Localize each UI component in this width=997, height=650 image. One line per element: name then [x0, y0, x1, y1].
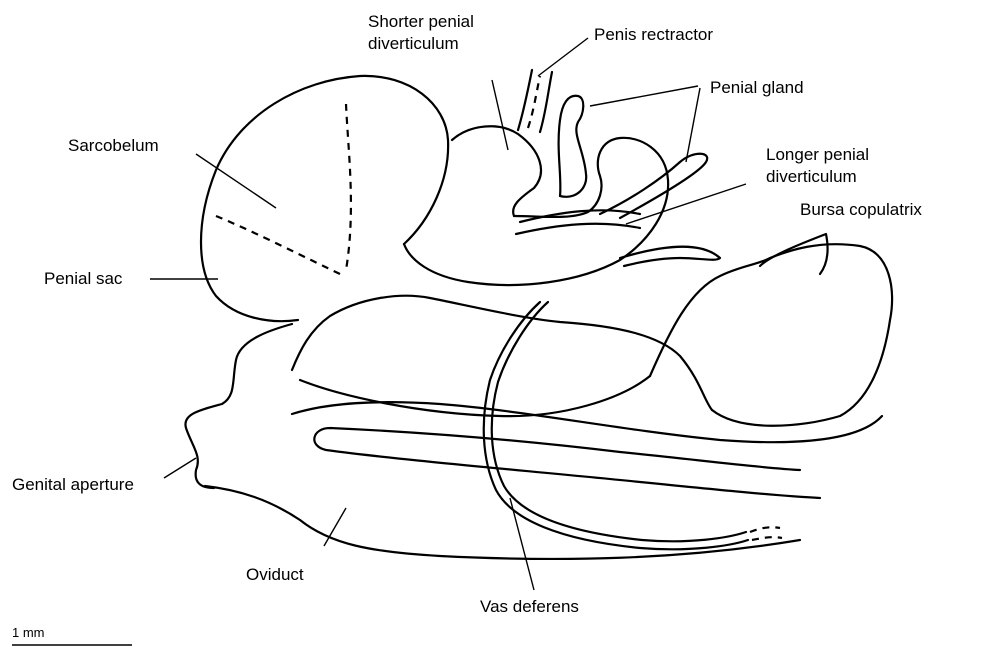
- leader-shorter-diverticulum: [492, 80, 508, 150]
- oviduct-inner-fold: [314, 428, 820, 498]
- penial-sac-body: [201, 76, 448, 321]
- leader-sarcobelum: [196, 154, 276, 208]
- label-oviduct: Oviduct: [246, 565, 304, 584]
- bursa-copulatrix-shape: [650, 244, 892, 426]
- label-genital-aperture: Genital aperture: [12, 475, 134, 494]
- leader-genital-aperture: [164, 458, 196, 478]
- label-penis-rectractor: Penis rectractor: [594, 25, 713, 44]
- sarcobelum-dashed-curve: [216, 216, 340, 274]
- label-shorter-penial-diverticulum-line2: diverticulum: [368, 34, 459, 53]
- leader-penial-gland-1: [590, 86, 698, 106]
- leader-penial-gland-2: [686, 88, 700, 162]
- label-longer-penial-diverticulum-line1: Longer penial: [766, 145, 869, 164]
- bursa-duct-shape: [292, 296, 712, 416]
- bursa-neck: [760, 234, 828, 274]
- penial-gland-duct: [600, 154, 707, 218]
- leader-penis-retractor: [538, 38, 588, 76]
- penial-gland-shape: [559, 96, 587, 197]
- label-penial-gland: Penial gland: [710, 78, 804, 97]
- penial-sac-shape: [185, 324, 292, 488]
- vas-deferens-inner: [492, 302, 746, 541]
- label-longer-penial-diverticulum-line2: diverticulum: [766, 167, 857, 186]
- vas-deferens-continuation: [750, 527, 782, 540]
- label-penial-sac: Penial sac: [44, 269, 123, 288]
- label-shorter-penial-diverticulum-line1: Shorter penial: [368, 12, 474, 31]
- scale-bar-label: 1 mm: [12, 625, 45, 640]
- vas-deferens-outer: [484, 302, 748, 549]
- label-vas-deferens: Vas deferens: [480, 597, 579, 616]
- label-bursa-copulatrix: Bursa copulatrix: [800, 200, 922, 219]
- longer-diverticulum-tube: [516, 210, 640, 234]
- label-sarcobelum: Sarcobelum: [68, 136, 159, 155]
- sarcobelum-dashed-vertical: [346, 104, 351, 270]
- shorter-diverticulum-shape: [452, 126, 541, 216]
